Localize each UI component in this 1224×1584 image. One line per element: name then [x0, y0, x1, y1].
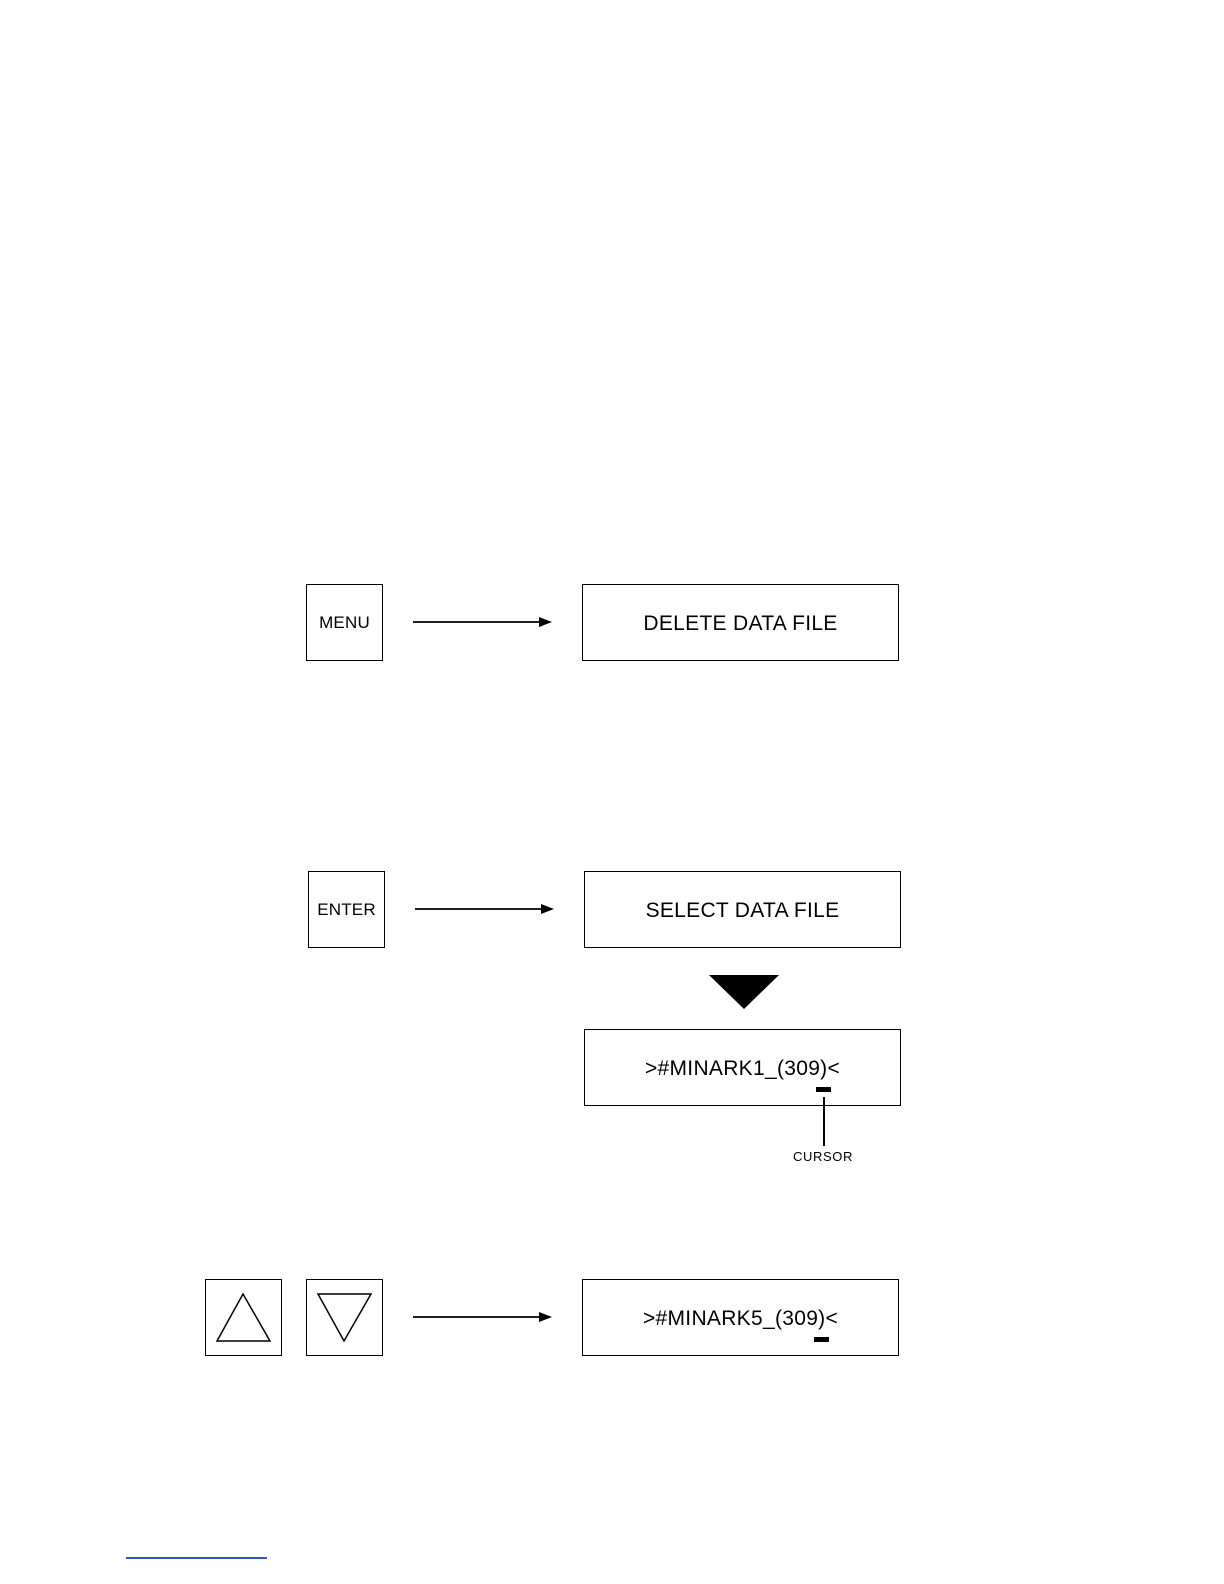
enter-key[interactable]: ENTER — [308, 871, 385, 948]
arrow-updown-to-display — [413, 1310, 552, 1324]
arrow-enter-to-display — [415, 902, 554, 916]
display-text: SELECT DATA FILE — [646, 899, 840, 923]
display-text: DELETE DATA FILE — [643, 612, 837, 636]
up-key[interactable] — [205, 1279, 282, 1356]
arrow-menu-to-display — [413, 615, 552, 629]
enter-key-label: ENTER — [317, 900, 376, 920]
menu-key[interactable]: MENU — [306, 584, 383, 661]
up-triangle-icon — [206, 1280, 280, 1354]
display-file-minark5: >#MINARK5_(309)< — [582, 1279, 899, 1356]
display-select-data-file: SELECT DATA FILE — [584, 871, 901, 948]
display-text: >#MINARK5_(309)< — [643, 1307, 838, 1331]
menu-key-label: MENU — [319, 613, 370, 633]
down-triangle-icon — [307, 1280, 381, 1354]
cursor-marker — [816, 1087, 831, 1092]
footnote-separator — [126, 1557, 267, 1559]
cursor-label: CURSOR — [793, 1149, 853, 1164]
down-key[interactable] — [306, 1279, 383, 1356]
cursor-marker — [814, 1337, 829, 1342]
down-arrow-icon — [709, 975, 779, 1009]
cursor-leader-line — [823, 1097, 825, 1146]
display-delete-data-file: DELETE DATA FILE — [582, 584, 899, 661]
display-text: >#MINARK1_(309)< — [645, 1057, 840, 1081]
display-file-minark1: >#MINARK1_(309)< — [584, 1029, 901, 1106]
